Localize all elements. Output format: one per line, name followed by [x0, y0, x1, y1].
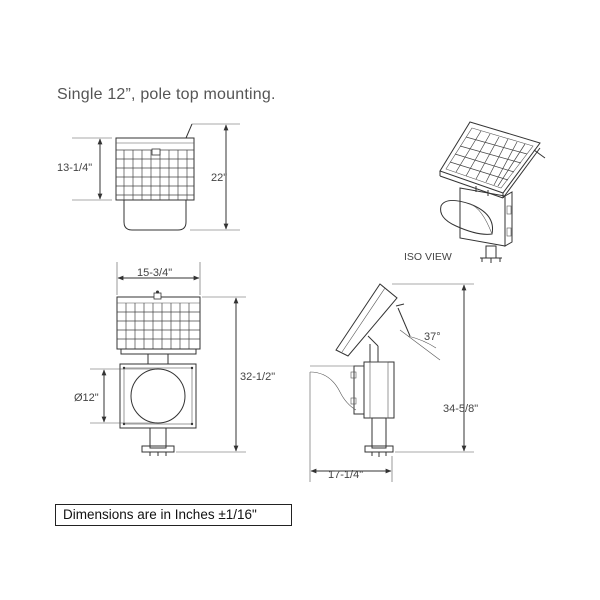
dim-22-label: 22" [211, 172, 227, 184]
side-view: 37° 34-5/8" 17-1/4" [309, 283, 478, 482]
dim-37-label: 37° [424, 331, 441, 343]
dimensions-note: Dimensions are in Inches ±1/16" [55, 504, 292, 526]
dim-13-1-4-label: 13-1/4" [57, 162, 92, 174]
page-title: Single 12”, pole top mounting. [57, 86, 276, 103]
dim-34-5-8-label: 34-5/8" [443, 403, 478, 415]
iso-view: ISO VIEW [404, 121, 546, 263]
dim-17-1-4-label: 17-1/4" [328, 469, 363, 481]
front-view-panel-grid [117, 303, 200, 349]
dim-15-3-4-label: 15-3/4" [137, 267, 172, 279]
top-view: 13-1/4" 22" [57, 123, 240, 231]
front-view: 15-3/4" [74, 262, 275, 456]
dim-32-1-2-label: 32-1/2" [240, 371, 275, 383]
iso-panel-grid [449, 130, 528, 187]
top-view-panel-grid [116, 149, 194, 200]
iso-view-label: ISO VIEW [404, 251, 452, 263]
dim-diameter-12-label: Ø12" [74, 392, 99, 404]
